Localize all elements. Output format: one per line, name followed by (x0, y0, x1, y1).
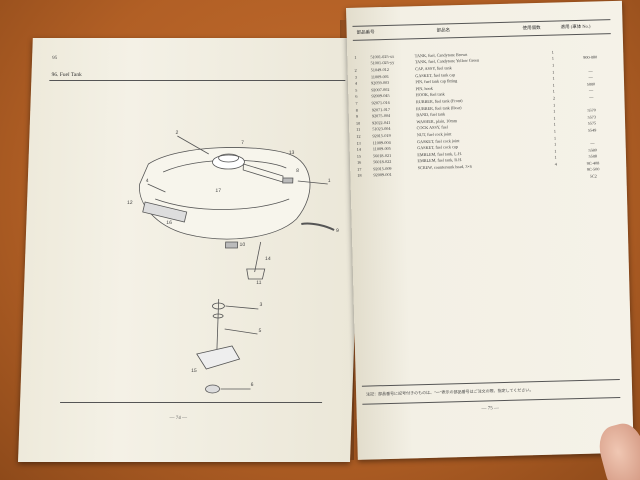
callout-label: 9 (336, 228, 339, 234)
callout-label: 1 (328, 178, 331, 184)
callout-label: 12 (127, 200, 133, 206)
col-header-applicable: 適用 (車体 No.) (560, 23, 591, 30)
corner-mark: 95 (52, 56, 58, 61)
qty-cell (540, 173, 572, 180)
callout-label: 8 (296, 168, 299, 174)
callout-label: 11 (256, 280, 262, 286)
ref-cell (356, 179, 372, 186)
callout-label: 6 (251, 382, 254, 388)
callout-label: 4 (146, 178, 149, 184)
callout-label: 7 (241, 140, 244, 146)
footnote: 注記：部品番号に記号付きのものは、“一”表示の部品番号はご注文の際、指定してくだ… (366, 387, 534, 397)
col-header-qty: 使用個数 (522, 24, 541, 31)
callout-label: 5 (258, 328, 261, 334)
col-header-part-name: 部品名 (436, 27, 451, 33)
callout-label: 13 (289, 150, 295, 156)
callout-label: 3 (259, 302, 262, 308)
footer-rule-right (362, 396, 621, 405)
header-rule (49, 80, 346, 81)
callout-label: 2 (175, 130, 178, 136)
callout-label: 17 (215, 188, 221, 194)
note-cell: 5C2 (589, 173, 597, 179)
callout-label: 10 (239, 242, 245, 248)
part-no-cell (373, 177, 418, 185)
table-header-rule (352, 33, 611, 41)
left-page-number: — 74 — (169, 416, 188, 421)
callout-label: 14 (265, 256, 271, 262)
callout-label: 16 (166, 220, 172, 226)
right-page-number: — 75 — (481, 406, 500, 412)
col-header-part-no: 部品番号 (356, 29, 375, 35)
left-page: 95 96. Fuel Tank (18, 38, 365, 462)
callout-label: 15 (191, 368, 197, 374)
section-title: 96. Fuel Tank (51, 72, 82, 78)
footer-rule (60, 402, 323, 403)
